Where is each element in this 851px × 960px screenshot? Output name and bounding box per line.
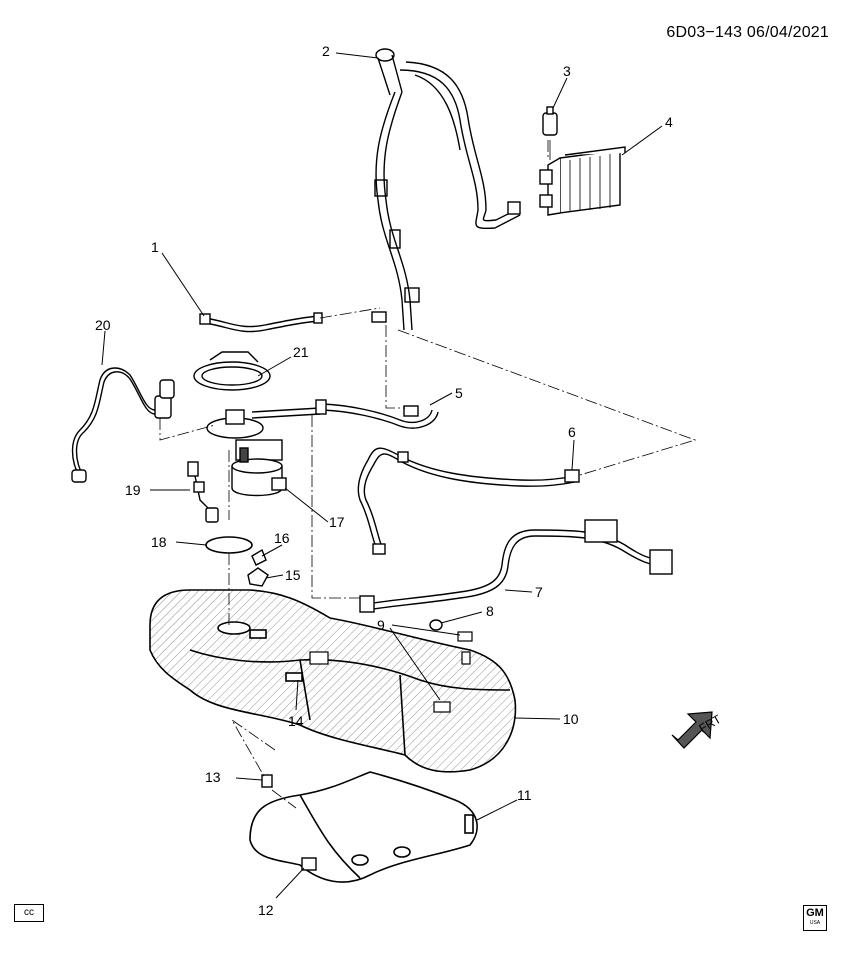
tank-strap-insulator xyxy=(309,651,329,665)
fuel-pump-seal xyxy=(205,536,253,554)
callout-14: 14 xyxy=(288,713,304,729)
front-direction-arrow: FRT xyxy=(671,711,724,749)
shield-bolt xyxy=(301,857,317,871)
fuel-filler-pipe xyxy=(371,48,521,331)
callout-5: 5 xyxy=(455,385,463,401)
evap-line xyxy=(357,447,580,555)
fuel-tank xyxy=(149,589,517,773)
callout-12: 12 xyxy=(258,902,274,918)
callout-16: 16 xyxy=(274,530,290,546)
document-id-date: 6D03−143 06/04/2021 xyxy=(666,24,829,41)
callout-11: 11 xyxy=(517,787,532,803)
fuel-pump-module xyxy=(206,407,321,497)
callout-3: 3 xyxy=(563,63,571,79)
grommet xyxy=(429,619,443,631)
callout-19: 19 xyxy=(125,482,141,498)
callout-18: 18 xyxy=(151,534,167,550)
vent-valve xyxy=(542,106,558,136)
pump-wiring-harness xyxy=(71,367,175,483)
callout-21: 21 xyxy=(293,344,309,360)
callout-6: 6 xyxy=(568,424,576,440)
gm-logo: GM USA xyxy=(803,905,827,931)
tank-insulator xyxy=(433,631,473,713)
callout-17: 17 xyxy=(329,514,345,530)
callout-leaders xyxy=(101,52,663,899)
cc-badge: cc xyxy=(14,904,44,922)
callout-4: 4 xyxy=(665,114,673,130)
fuel-pump-lock-ring xyxy=(193,351,271,391)
callout-20: 20 xyxy=(95,317,111,333)
callout-15: 15 xyxy=(285,567,301,583)
gm-logo-text: GM xyxy=(806,907,824,919)
fuel-line-clip xyxy=(247,567,269,587)
callout-10: 10 xyxy=(563,711,579,727)
callout-8: 8 xyxy=(486,603,494,619)
callout-7: 7 xyxy=(535,584,543,600)
alignment-lines xyxy=(159,140,697,809)
gm-logo-sub: USA xyxy=(809,920,821,926)
callout-labels: 1 2 3 4 5 6 7 8 9 10 11 12 13 14 15 16 1… xyxy=(95,43,673,918)
fuel-tank-shield xyxy=(249,771,478,883)
callout-2: 2 xyxy=(322,43,330,59)
evap-canister xyxy=(507,146,626,216)
chassis-harness xyxy=(359,519,673,613)
fuel-level-sensor xyxy=(187,461,219,523)
vapor-line xyxy=(315,399,439,429)
callout-1: 1 xyxy=(151,239,159,255)
shield-clip xyxy=(261,774,273,788)
retainer-clip xyxy=(251,548,267,566)
callout-13: 13 xyxy=(205,769,221,785)
callout-9: 9 xyxy=(377,617,385,633)
fuel-feed-line xyxy=(199,312,323,333)
